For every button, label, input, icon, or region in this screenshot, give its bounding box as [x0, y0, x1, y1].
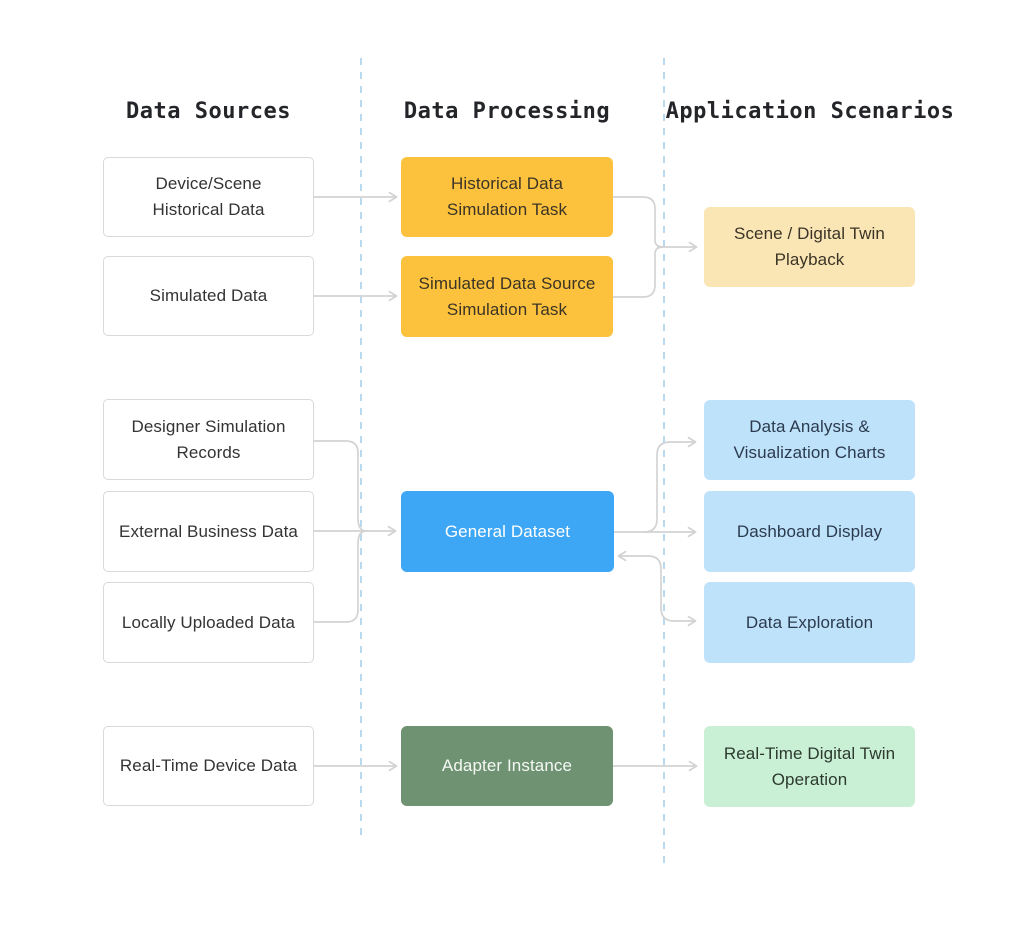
- node-label: Simulation Task: [446, 200, 568, 219]
- column-title-data-sources: Data Sources: [126, 99, 291, 124]
- node-label: Visualization Charts: [733, 443, 886, 462]
- node-simulated-data: Simulated Data: [103, 256, 314, 336]
- node-label: Dashboard Display: [736, 521, 883, 541]
- node-general-dataset: General Dataset: [401, 491, 614, 572]
- node-real-time-device-data: Real-Time Device Data: [103, 726, 314, 806]
- node-label: Simulation Task: [446, 299, 568, 319]
- node-data-exploration: Data Exploration: [704, 582, 915, 663]
- edge-simulated-task-merge: [613, 246, 664, 298]
- node-external-business-data: External Business Data: [103, 491, 314, 572]
- node-locally-uploaded-data: Locally Uploaded Data: [103, 582, 314, 663]
- node-label: Scene / Digital Twin: [734, 224, 885, 243]
- edge-designer-records-merge: [314, 440, 367, 532]
- node-label: Real-Time Device Data: [119, 756, 298, 775]
- node-label: Playback: [774, 250, 845, 269]
- column-title-data-processing: Data Processing: [403, 99, 611, 124]
- edge-general-dataset-data-exploration-bidirectional: [617, 550, 697, 627]
- node-label: Operation: [771, 769, 848, 789]
- node-label: Device/Scene: [155, 174, 262, 193]
- node-label: Data Analysis &: [749, 417, 870, 436]
- node-label: External Business Data: [119, 521, 298, 541]
- node-label: Simulated Data Source: [418, 273, 596, 293]
- node-label: Designer Simulation: [131, 416, 286, 436]
- node-dashboard-display: Dashboard Display: [704, 491, 915, 572]
- node-label: Adapter Instance: [441, 756, 573, 775]
- node-label: Real-Time Digital Twin: [723, 743, 896, 763]
- edge-locally-uploaded-merge: [314, 530, 367, 623]
- node-label: Simulated Data: [149, 286, 268, 305]
- node-label: General Dataset: [444, 521, 571, 541]
- edge-historical-task-merge: [613, 196, 664, 248]
- node-adapter-instance: Adapter Instance: [401, 726, 613, 806]
- node-label: Historical Data: [152, 200, 265, 219]
- node-label: Records: [176, 442, 241, 462]
- column-title-application-scenarios: Application Scenarios: [665, 99, 955, 124]
- node-label: Historical Data: [450, 174, 564, 193]
- edge-general-dataset-to-data-analysis: [643, 436, 697, 533]
- node-label: Data Exploration: [745, 612, 874, 632]
- node-data-analysis-visualization-charts: Data Analysis & Visualization Charts: [704, 400, 915, 480]
- node-label: Locally Uploaded Data: [121, 612, 296, 632]
